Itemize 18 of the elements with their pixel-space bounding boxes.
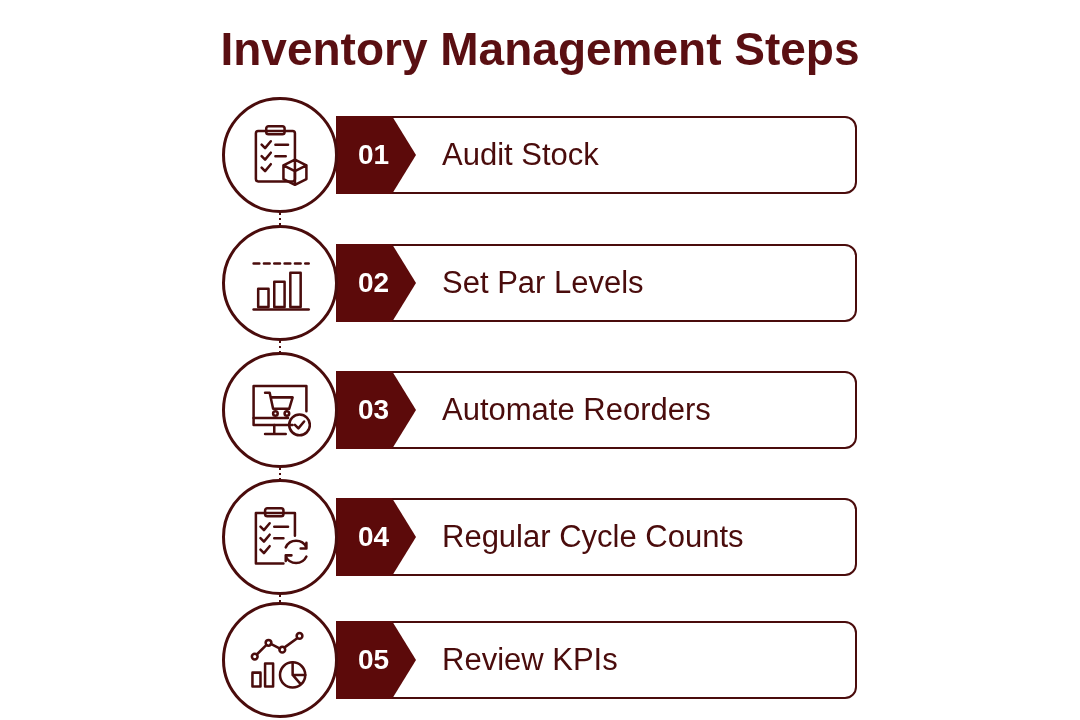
step-number: 04 [336,498,416,576]
step-label: Audit Stock [442,137,599,173]
title: Inventory Management Steps [220,23,860,75]
step-card [336,116,857,194]
step-label: Regular Cycle Counts [442,519,744,555]
step-number: 05 [336,621,416,699]
connector-line [279,212,281,226]
connector-line [279,594,281,603]
step-card [336,498,857,576]
step-number: 03 [336,371,416,449]
step-card [336,244,857,322]
step-label: Review KPIs [442,642,618,678]
step-label: Automate Reorders [442,392,711,428]
step-label: Set Par Levels [442,265,644,301]
step-card [336,371,857,449]
step-number: 02 [336,244,416,322]
step-card [336,621,857,699]
step-number: 01 [336,116,416,194]
